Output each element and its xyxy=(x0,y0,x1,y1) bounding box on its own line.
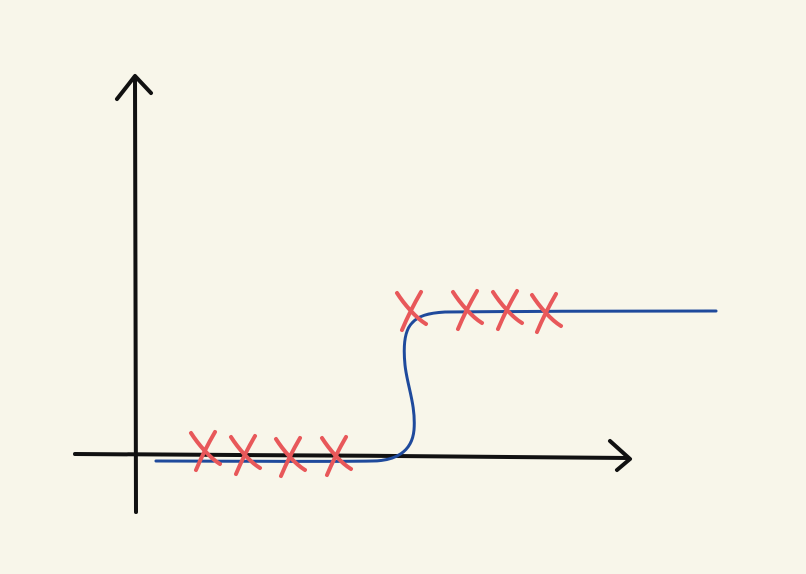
lower-class-marker-3 xyxy=(274,436,307,478)
axes xyxy=(73,74,632,514)
upper-class-marker-6 xyxy=(451,289,484,331)
x-axis-arrowhead xyxy=(608,439,632,472)
upper-class-marker-5 xyxy=(395,290,428,332)
data-point-markers xyxy=(189,289,563,478)
y-axis xyxy=(133,76,138,514)
lower-class-marker-2 xyxy=(229,434,262,476)
upper-class-marker-7 xyxy=(491,289,524,331)
lower-class-marker-1 xyxy=(189,430,222,472)
x-axis xyxy=(73,452,630,460)
y-axis-arrowhead xyxy=(115,74,153,101)
lower-class-marker-4 xyxy=(320,435,353,477)
fitted-step-curve xyxy=(154,309,718,463)
upper-class-marker-8 xyxy=(530,292,563,334)
